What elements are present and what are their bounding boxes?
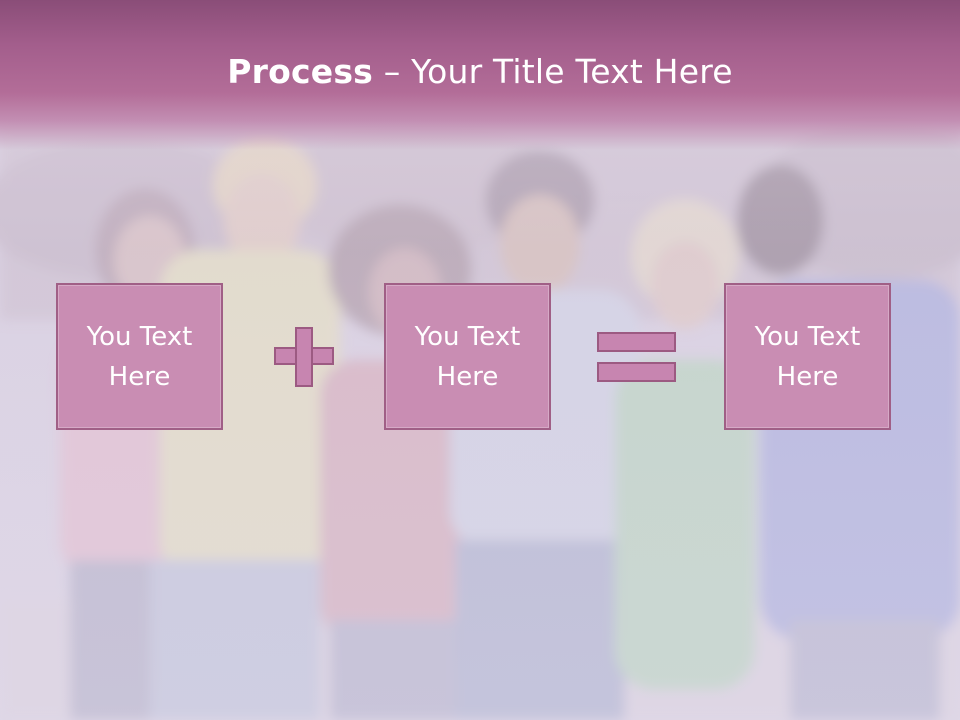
process-box-2[interactable]: You Text Here xyxy=(384,283,551,430)
process-box-1[interactable]: You Text Here xyxy=(56,283,223,430)
equals-icon xyxy=(597,332,676,382)
process-box-3-label: You Text Here xyxy=(754,321,861,392)
plus-icon xyxy=(274,327,334,387)
title-band xyxy=(0,0,960,150)
slide-title: Process – Your Title Text Here xyxy=(0,52,960,91)
process-box-2-label: You Text Here xyxy=(414,321,521,392)
equals-icon-top-bar xyxy=(597,332,676,352)
title-rest: – Your Title Text Here xyxy=(373,52,733,91)
title-bold: Process xyxy=(227,52,374,91)
process-box-1-label: You Text Here xyxy=(86,321,193,392)
process-box-3[interactable]: You Text Here xyxy=(724,283,891,430)
plus-icon-center xyxy=(297,349,311,363)
equals-icon-bottom-bar xyxy=(597,362,676,382)
